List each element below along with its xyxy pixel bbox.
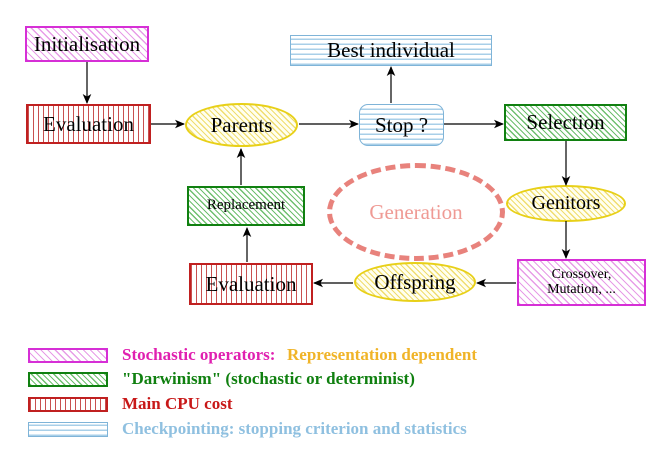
- node-crossover-line1: Crossover,: [551, 266, 612, 282]
- legend-swatch-cpu: [28, 397, 108, 412]
- node-parents-label: Parents: [210, 112, 273, 137]
- legend-label-representation: Representation dependent: [287, 345, 477, 364]
- legend-label-darwinism: "Darwinism" (stochastic or determinist): [122, 369, 415, 388]
- legend-label-stochastic: Stochastic operators:: [122, 345, 276, 364]
- node-generation: Generation: [327, 163, 505, 261]
- node-evaluation-bottom-label: Evaluation: [205, 271, 297, 296]
- node-selection[interactable]: Selection: [504, 104, 627, 141]
- node-evaluation-top-label: Evaluation: [43, 111, 134, 136]
- node-best-individual-label: Best individual: [327, 38, 455, 63]
- node-crossover-line2: Mutation, ...: [547, 281, 616, 297]
- node-selection-label: Selection: [526, 110, 605, 135]
- node-offspring[interactable]: Offspring: [354, 262, 476, 302]
- node-crossover-mutation[interactable]: Crossover, Mutation, ...: [517, 259, 646, 306]
- legend-label-cpu: Main CPU cost: [122, 394, 233, 413]
- legend-swatch-checkpointing: [28, 422, 108, 437]
- node-stop-label: Stop ?: [374, 112, 429, 137]
- node-replacement-label: Replacement: [206, 197, 286, 214]
- node-initialisation[interactable]: Initialisation: [25, 26, 149, 62]
- legend-swatch-stochastic: [28, 348, 108, 363]
- node-generation-label: Generation: [369, 199, 463, 224]
- node-replacement[interactable]: Replacement: [187, 186, 305, 226]
- node-stop[interactable]: Stop ?: [359, 104, 444, 146]
- node-evaluation-top[interactable]: Evaluation: [26, 104, 151, 144]
- node-evaluation-bottom[interactable]: Evaluation: [189, 263, 313, 305]
- node-best-individual[interactable]: Best individual: [290, 35, 492, 66]
- node-parents[interactable]: Parents: [185, 103, 298, 147]
- node-initialisation-label: Initialisation: [33, 31, 141, 56]
- legend-label-checkpointing: Checkpointing: stopping criterion and st…: [122, 419, 467, 438]
- node-genitors-label: Genitors: [531, 192, 601, 214]
- node-genitors[interactable]: Genitors: [506, 185, 626, 222]
- node-offspring-label: Offspring: [374, 269, 456, 294]
- legend-swatch-darwinism: [28, 372, 108, 387]
